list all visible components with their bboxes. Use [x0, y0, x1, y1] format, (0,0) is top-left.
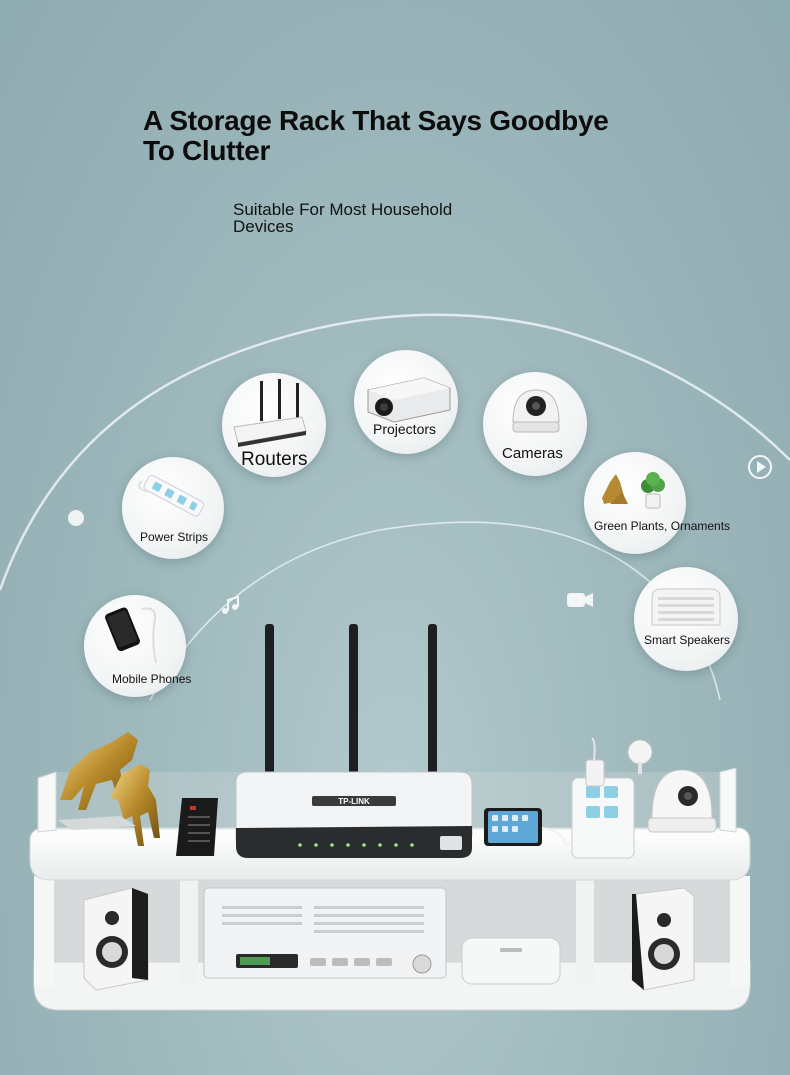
device-label-routers: Routers: [241, 449, 308, 470]
video-camera-icon: [567, 593, 593, 607]
device-label-smart-speakers: Smart Speakers: [644, 633, 731, 647]
device-bubble-mobile-phones: Mobile Phones: [84, 595, 191, 697]
router-antenna-left: [265, 624, 274, 774]
amplifier: [203, 887, 447, 979]
dot-icon: [68, 510, 84, 526]
speaker-left: [83, 887, 149, 991]
tv-remote: [176, 798, 218, 856]
plant-ornament-icon: [602, 472, 665, 509]
subheadline-line-1: Suitable For Most Household: [233, 200, 453, 219]
power-strip-on-shelf: [571, 737, 635, 859]
device-label-green-plants-ornaments: Green Plants, Ornaments: [594, 519, 731, 533]
shelf-upper-side-left: [37, 771, 57, 833]
subheadline-line-2: Devices: [233, 217, 294, 236]
shelf-upper-side-right: [719, 767, 737, 833]
headline-line-1: A Storage Rack That Says Goodbye: [143, 105, 609, 136]
headline-line-2: To Clutter: [143, 135, 271, 166]
projector-icon: [367, 377, 451, 423]
shelf-side-left: [34, 876, 54, 986]
music-note-icon: [222, 595, 239, 614]
router-brand-text: TP-LINK: [338, 797, 370, 806]
shelf-side-right: [730, 876, 750, 986]
speaker-right: [631, 887, 695, 991]
shelf-divider-right: [576, 876, 594, 986]
router: [235, 771, 473, 858]
page-headline: A Storage Rack That Says Goodbye To Clut…: [143, 106, 643, 166]
horse-ornament: [58, 732, 160, 846]
router-antenna-right: [428, 624, 437, 774]
camera-on-shelf: [627, 739, 717, 833]
device-label-mobile-phones: Mobile Phones: [112, 672, 192, 686]
device-label-projectors: Projectors: [373, 421, 437, 437]
play-circle-icon: [748, 455, 772, 479]
device-bubble-projectors: Projectors: [354, 350, 458, 454]
page-subheadline: Suitable For Most Household Devices: [233, 201, 493, 235]
smart-speaker-icon: [651, 588, 721, 626]
set-top-box: [461, 937, 561, 985]
shelf-divider-left: [180, 876, 198, 986]
router-icon: [233, 379, 307, 447]
device-bubble-green-plants-ornaments: Green Plants, Ornaments: [584, 452, 730, 554]
phone-icon: [105, 607, 157, 664]
device-bubble-cameras: Cameras: [483, 372, 587, 476]
device-bubble-routers: Routers: [222, 373, 326, 477]
device-label-cameras: Cameras: [502, 445, 563, 462]
router-antenna-middle: [349, 624, 358, 774]
power-strip-icon: [138, 474, 205, 517]
device-bubble-power-strips: Power Strips: [122, 457, 224, 559]
camera-icon: [512, 389, 560, 433]
device-bubble-smart-speakers: Smart Speakers: [634, 567, 738, 671]
phone-on-shelf: [484, 808, 577, 847]
device-label-power-strips: Power Strips: [140, 530, 209, 544]
